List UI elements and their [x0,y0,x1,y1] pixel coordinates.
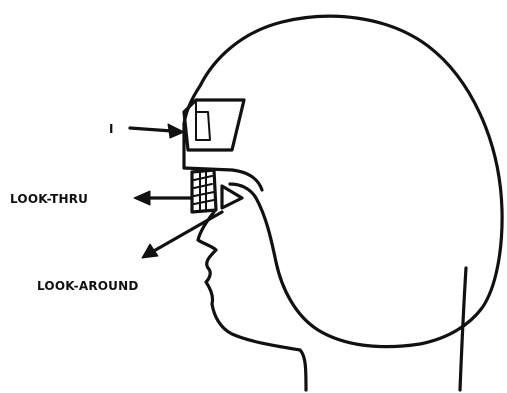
arrow-look-thru-head [134,191,150,205]
label-i: I [109,122,114,136]
arrow-i-head [168,124,184,138]
display-module-inner [196,112,210,140]
eye-triangle [222,186,242,208]
label-look-thru: LOOK-THRU [10,192,88,206]
display-module-i [184,100,244,150]
helmet-shell [184,16,502,346]
arrow-i-shaft [130,128,172,131]
label-look-around: LOOK-AROUND [37,279,139,293]
look-thru-hatching [194,171,214,210]
